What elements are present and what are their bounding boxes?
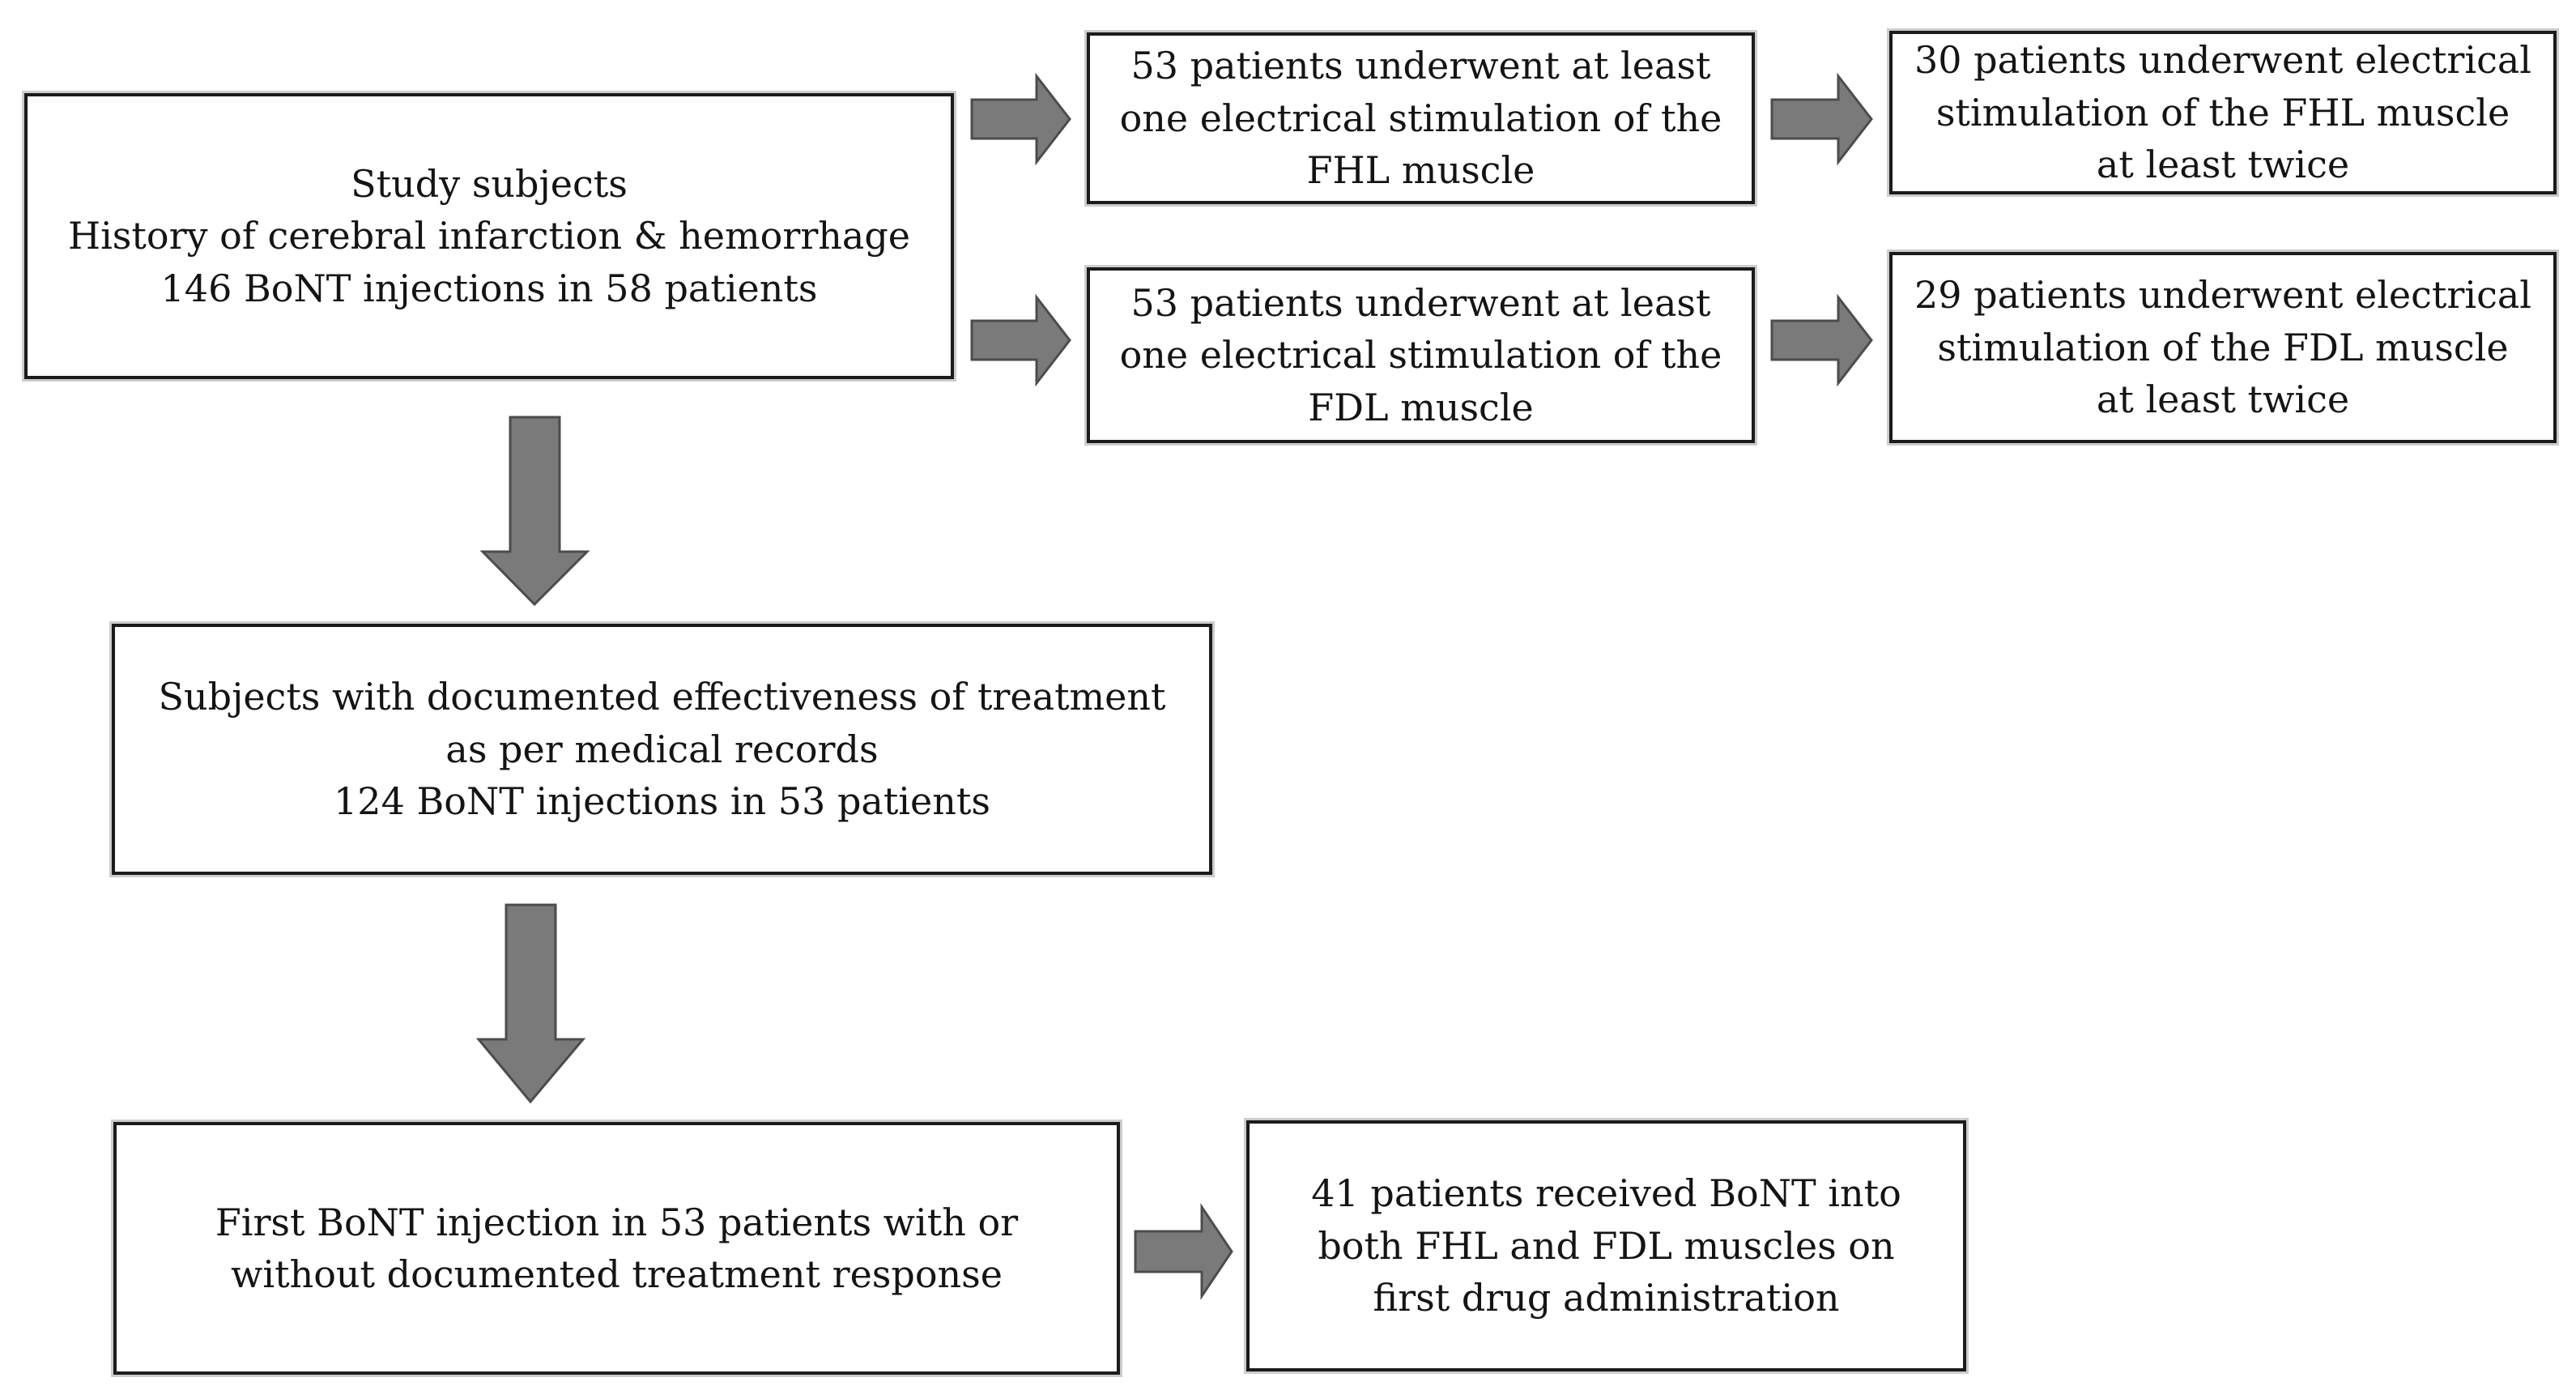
box-fdl-stimulation-once: 53 patients underwent at least one elect… — [1084, 265, 1757, 446]
box-line: 41 patients received BoNT into — [1311, 1171, 1901, 1216]
box-line: 53 patients underwent at least — [1130, 280, 1711, 325]
arrow-right-study-to-fhl-once-icon — [970, 72, 1071, 166]
box-line: 53 patients underwent at least — [1130, 44, 1711, 88]
box-fhl-stimulation-once: 53 patients underwent at least one elect… — [1084, 30, 1757, 207]
box-both-muscles-first-administration: 41 patients received BoNT into both FHL … — [1244, 1118, 1969, 1374]
box-line: first drug administration — [1373, 1276, 1840, 1320]
box-line: one electrical stimulation of the — [1119, 333, 1722, 377]
box-line: at least twice — [2096, 143, 2350, 187]
box-line: one electrical stimulation of the — [1119, 96, 1722, 140]
box-line: FDL muscle — [1308, 385, 1534, 429]
box-line: without documented treatment response — [231, 1252, 1003, 1296]
box-fdl-stimulation-twice: 29 patients underwent electrical stimula… — [1887, 250, 2559, 446]
box-line: at least twice — [2096, 377, 2350, 422]
box-line: 29 patients underwent electrical — [1914, 273, 2532, 318]
box-line: Subjects with documented effectiveness o… — [158, 675, 1166, 719]
box-documented-effectiveness: Subjects with documented effectiveness o… — [109, 621, 1215, 877]
box-line: both FHL and FDL muscles on — [1318, 1223, 1895, 1268]
box-line: First BoNT injection in 53 patients with… — [215, 1200, 1019, 1244]
arrow-right-study-to-fdl-once-icon — [970, 293, 1071, 387]
box-line: History of cerebral infarction & hemorrh… — [67, 214, 911, 258]
box-study-subjects: Study subjects History of cerebral infar… — [22, 91, 956, 382]
arrow-right-fhl-once-to-fhl-twice-icon — [1770, 72, 1873, 166]
box-line: Study subjects — [351, 161, 628, 206]
box-line: 124 BoNT injections in 53 patients — [334, 779, 990, 824]
box-line: FHL muscle — [1306, 148, 1535, 193]
box-line: as per medical records — [445, 727, 879, 771]
box-line: stimulation of the FDL muscle — [1937, 325, 2509, 369]
box-first-bont-injection: First BoNT injection in 53 patients with… — [111, 1120, 1122, 1377]
box-fhl-stimulation-twice: 30 patients underwent electrical stimula… — [1887, 28, 2559, 197]
arrow-down-study-to-documented-icon — [479, 416, 590, 607]
arrow-right-first-injection-to-both-muscles-icon — [1134, 1203, 1233, 1300]
box-line: 146 BoNT injections in 58 patients — [160, 266, 818, 310]
arrow-right-fdl-once-to-fdl-twice-icon — [1770, 293, 1873, 387]
arrow-down-documented-to-first-injection-icon — [475, 903, 586, 1104]
box-line: 30 patients underwent electrical — [1914, 38, 2532, 83]
box-line: stimulation of the FHL muscle — [1935, 90, 2510, 134]
